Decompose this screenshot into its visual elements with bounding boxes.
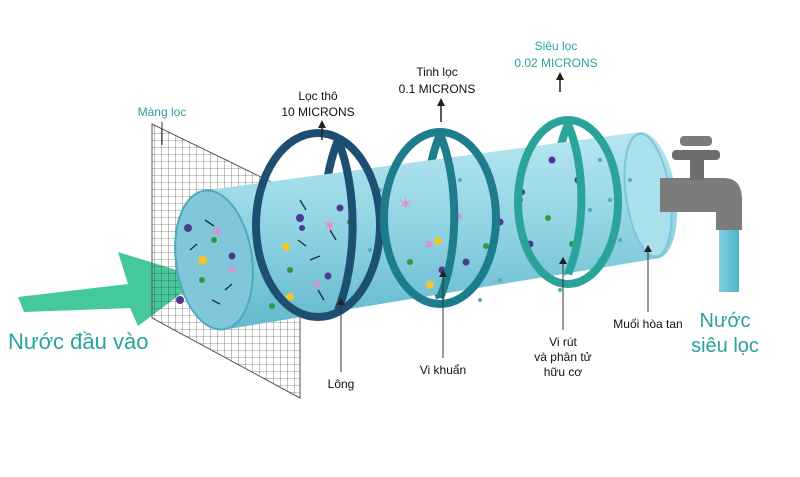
svg-text:✶: ✶ [210,222,225,242]
label-fine-title: Tinh lọc [416,65,458,79]
faucet [660,136,742,230]
up-arrow-ultra [556,72,564,80]
svg-text:✸: ✸ [280,239,292,255]
ring-coarse [252,129,384,321]
label-ultra-size: 0.02 MICRONS [514,56,597,70]
svg-text:✸: ✸ [196,253,209,270]
label-salt: Muối hòa tan [613,317,682,331]
water-tube [208,131,678,330]
label-output-line2: siêu lọc [691,335,759,357]
ring-fine-front [436,132,459,300]
ring-fine [380,128,500,308]
pointer-arrow-salt [644,245,652,252]
svg-text:✸: ✸ [432,233,444,249]
output-stream [719,230,739,292]
label-hair: Lông [328,377,355,391]
label-output-line1: Nước [700,310,751,332]
svg-text:✸: ✸ [424,277,436,293]
label-virus-line1: Vi rút [549,335,577,349]
label-coarse-title: Lọc thô [298,89,338,103]
svg-text:✶: ✶ [422,237,435,254]
svg-text:✶: ✶ [225,262,238,279]
up-arrow-fine [437,98,445,106]
label-virus-line3: hữu cơ [544,365,583,379]
label-coarse-size: 10 MICRONS [281,105,354,119]
svg-text:✶: ✶ [310,277,323,294]
pointer-arrow-hair [337,298,345,305]
label-bacteria: Vi khuẩn [420,363,466,377]
svg-text:✶: ✶ [322,216,337,236]
svg-text:✶: ✶ [398,194,413,214]
label-ultra-title: Siêu lọc [535,39,578,53]
label-input-water: Nước đầu vào [8,329,148,354]
tube-inlet-face [174,189,254,331]
label-mesh: Màng lọc [138,105,187,119]
label-virus-line2: và phân tử [534,350,591,364]
pointer-arrow-virus [559,257,567,264]
pointer-arrow-bacteria [439,270,447,277]
ring-ultra [514,116,622,288]
label-fine-size: 0.1 MICRONS [399,82,476,96]
up-arrow-coarse [318,120,326,128]
pointer-lines [161,122,649,372]
yellow-particles: ✸✸ ✸✸ ✸ [196,233,444,305]
ring-ultra-front [564,122,586,276]
ring-coarse-front [334,138,357,312]
